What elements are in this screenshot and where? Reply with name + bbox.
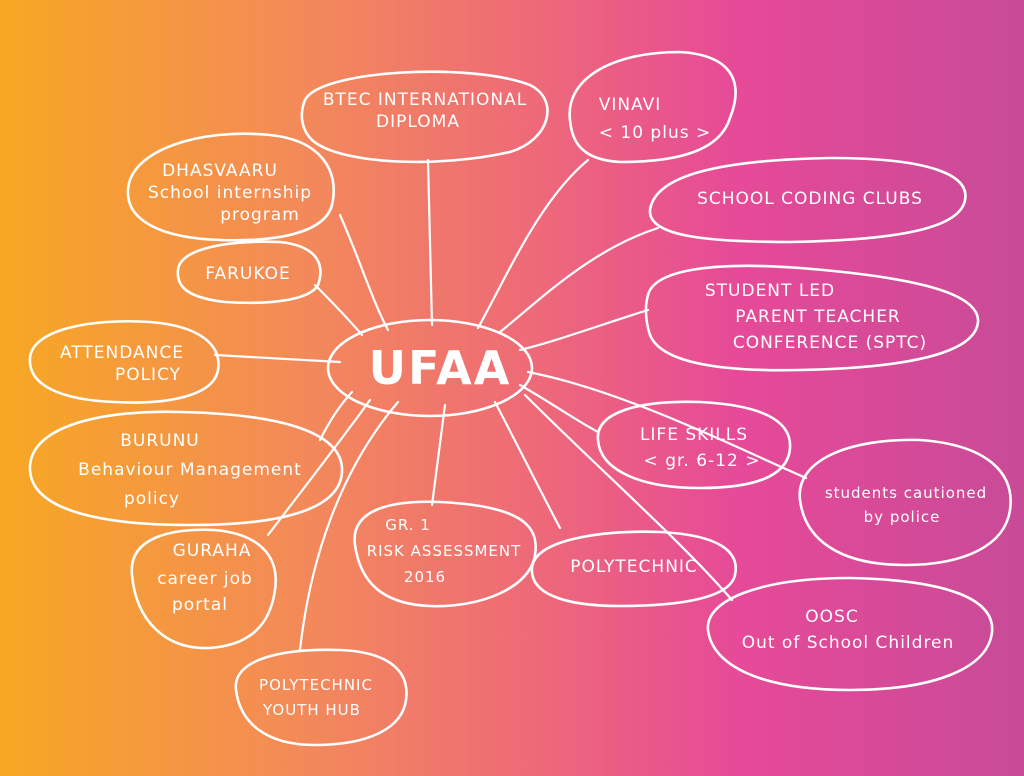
node-coding-line-1: SCHOOL CODING CLUBS bbox=[697, 189, 923, 209]
node-burunu-line-1: BURUNU bbox=[120, 431, 200, 451]
bubble-attendance bbox=[28, 319, 220, 404]
connector-burunu bbox=[318, 390, 354, 442]
node-attendance-line-1: ATTENDANCE bbox=[60, 343, 184, 363]
node-btec-line-1: BTEC INTERNATIONAL bbox=[323, 90, 527, 110]
node-attendance-line-2: POLICY bbox=[115, 365, 181, 385]
bubble-coding bbox=[648, 156, 967, 244]
bubble-polytechnic bbox=[530, 530, 738, 608]
bubbles bbox=[28, 50, 1012, 747]
node-police-line-2: by police bbox=[864, 508, 941, 526]
bubble-sptc bbox=[644, 264, 980, 372]
node-farukoe-line-1: FARUKOE bbox=[205, 264, 290, 284]
node-btec-line-2: DIPLOMA bbox=[376, 112, 460, 132]
bubble-police bbox=[798, 438, 1012, 567]
node-vinavi-line-2: < 10 plus > bbox=[599, 123, 711, 143]
node-sptc-line-2: PARENT TEACHER bbox=[735, 307, 901, 327]
labels: UFAA BTEC INTERNATIONAL DIPLOMA VINAVI <… bbox=[60, 90, 987, 719]
bubble-youthhub bbox=[234, 648, 408, 747]
node-youthhub-line-1: POLYTECHNIC bbox=[259, 676, 373, 694]
connector-coding bbox=[498, 226, 660, 334]
node-dhasvaaru-line-3: program bbox=[220, 205, 300, 225]
connector-oosc bbox=[523, 393, 734, 602]
connector-youthhub bbox=[298, 400, 400, 652]
node-police-line-1: students cautioned bbox=[825, 484, 987, 502]
connector-dhasvaaru bbox=[338, 213, 390, 332]
bubble-vinavi bbox=[568, 50, 737, 164]
node-oosc-line-1: OOSC bbox=[805, 607, 858, 627]
connector-lifeskills bbox=[518, 383, 600, 434]
connector-vinavi bbox=[476, 158, 590, 330]
center-bubble bbox=[326, 318, 534, 418]
node-risk-line-1: GR. 1 bbox=[385, 516, 431, 534]
center-label: UFAA bbox=[369, 341, 512, 395]
node-burunu-line-2: Behaviour Management bbox=[78, 460, 302, 480]
node-vinavi-line-1: VINAVI bbox=[599, 95, 662, 115]
node-dhasvaaru-line-2: School internship bbox=[148, 183, 312, 203]
node-lifeskills-line-1: LIFE SKILLS bbox=[640, 425, 748, 445]
node-youthhub-line-2: YOUTH HUB bbox=[262, 701, 361, 719]
node-risk-line-3: 2016 bbox=[404, 568, 446, 586]
node-risk-line-2: RISK ASSESSMENT bbox=[367, 542, 522, 560]
connector-btec bbox=[426, 158, 434, 327]
bubble-burunu bbox=[28, 410, 344, 527]
node-guraha-line-1: GURAHA bbox=[173, 541, 252, 561]
bubble-risk bbox=[353, 500, 538, 608]
bubble-farukoe bbox=[176, 240, 322, 305]
connectors bbox=[213, 158, 808, 652]
bubble-oosc bbox=[706, 576, 994, 692]
connector-attendance bbox=[213, 353, 342, 364]
connector-police bbox=[526, 370, 808, 480]
bubble-btec bbox=[300, 70, 549, 164]
connector-farukoe bbox=[313, 283, 364, 337]
connector-polytechnic bbox=[493, 400, 562, 530]
node-lifeskills-line-2: < gr. 6-12 > bbox=[644, 451, 761, 471]
node-dhasvaaru-line-1: DHASVAARU bbox=[162, 161, 278, 181]
node-burunu-line-3: policy bbox=[124, 489, 180, 509]
node-guraha-line-2: career job bbox=[157, 569, 253, 589]
node-guraha-line-3: portal bbox=[172, 595, 228, 615]
node-polytechnic-line-1: POLYTECHNIC bbox=[570, 557, 698, 577]
node-sptc-line-1: STUDENT LED bbox=[705, 281, 835, 301]
node-sptc-line-3: CONFERENCE (SPTC) bbox=[733, 333, 927, 353]
bubble-dhasvaaru bbox=[126, 132, 335, 242]
connector-sptc bbox=[518, 308, 650, 352]
node-oosc-line-2: Out of School Children bbox=[742, 633, 955, 653]
bubble-lifeskills bbox=[596, 400, 792, 490]
connector-risk bbox=[430, 403, 447, 507]
bubble-guraha bbox=[130, 528, 277, 650]
